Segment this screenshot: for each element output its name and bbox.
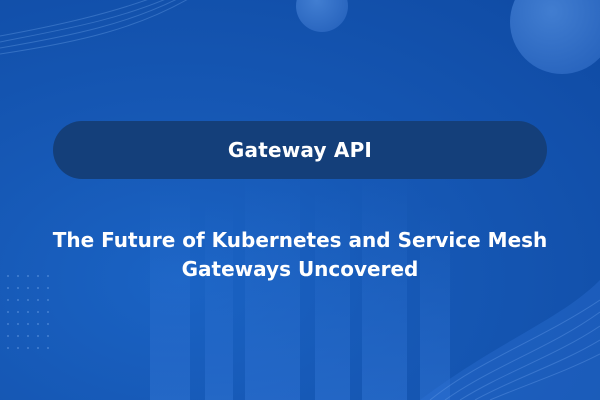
headline-line-2: Gateways Uncovered bbox=[181, 257, 419, 281]
topic-tag: Gateway API bbox=[53, 121, 547, 179]
dot-grid bbox=[7, 275, 49, 349]
large-circle bbox=[510, 0, 600, 74]
headline-line-1: The Future of Kubernetes and Service Mes… bbox=[52, 228, 548, 252]
glow-bottom-right bbox=[420, 280, 600, 400]
swoosh-top-left bbox=[0, 0, 188, 55]
swoosh-bottom-right bbox=[429, 299, 600, 400]
topic-tag-label: Gateway API bbox=[227, 138, 373, 162]
headline: The Future of Kubernetes and Service Mes… bbox=[20, 226, 580, 284]
small-circle bbox=[296, 0, 348, 32]
light-beams bbox=[150, 170, 450, 400]
